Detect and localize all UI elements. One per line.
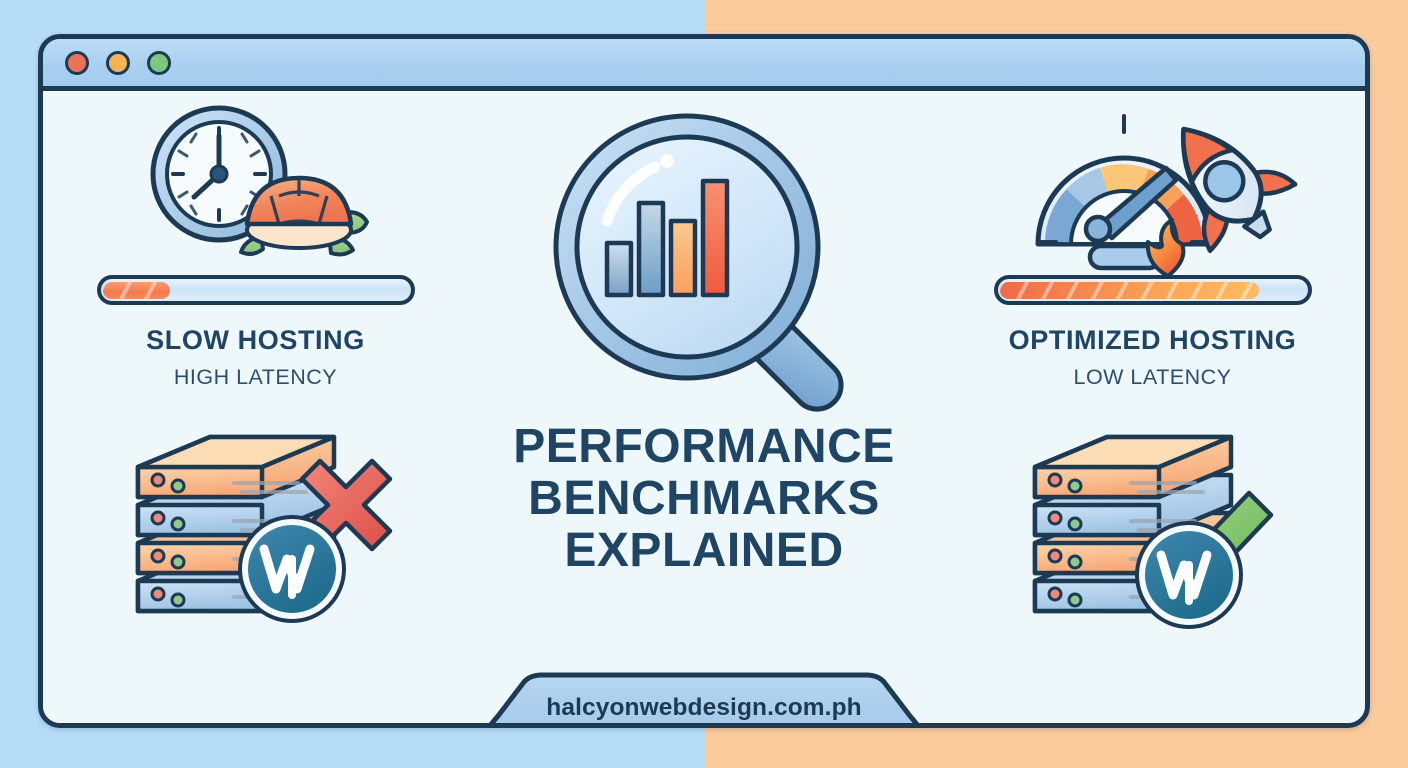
server-stack-icon: [135, 434, 392, 624]
wordpress-logo: [1134, 521, 1243, 630]
page-title-line-3: EXPLAINED: [564, 523, 844, 577]
url-tab-shape: [488, 672, 920, 723]
clock-turtle-icon: [150, 105, 369, 257]
browser-content: SLOW HOSTING HIGH LATENCY: [43, 91, 1365, 723]
browser-titlebar: [43, 39, 1365, 91]
browser-window: SLOW HOSTING HIGH LATENCY: [38, 34, 1370, 728]
slow-hosting-labels: SLOW HOSTING HIGH LATENCY: [43, 325, 468, 390]
speedometer-rocket-icon: [1035, 113, 1297, 278]
wordpress-logo: [237, 515, 346, 624]
three-column-layout: SLOW HOSTING HIGH LATENCY: [43, 91, 1365, 723]
clock-turtle-row: [43, 91, 468, 281]
maximize-button-dot[interactable]: [147, 50, 171, 75]
close-button-dot[interactable]: [65, 50, 89, 75]
slow-progress-fill: [103, 281, 171, 299]
server-stack-icon: [1032, 434, 1273, 630]
url-tab[interactable]: halcyonwebdesign.com.ph: [484, 672, 924, 723]
center-column: PERFORMANCE BENCHMARKS EXPLAINED: [468, 91, 940, 723]
speedometer-rocket-row: [940, 91, 1365, 281]
fast-progress-fill: [1000, 281, 1260, 299]
slow-hosting-title: SLOW HOSTING: [146, 325, 365, 355]
fast-progress-bar-wrap: [940, 275, 1365, 305]
slow-hosting-subtitle: HIGH LATENCY: [173, 365, 338, 390]
minimize-button-dot[interactable]: [106, 50, 130, 75]
slow-hosting-progress-bar: [96, 275, 415, 305]
optimized-server-row: [940, 390, 1365, 640]
optimized-hosting-title: OPTIMIZED HOSTING: [1008, 325, 1297, 355]
optimized-hosting-progress-bar: [993, 275, 1312, 305]
slow-server-row: [43, 390, 468, 640]
page-title: PERFORMANCE BENCHMARKS EXPLAINED: [468, 421, 940, 576]
page-title-line-1: PERFORMANCE: [513, 420, 895, 473]
page-title-line-2: BENCHMARKS: [528, 471, 880, 525]
url-text: halcyonwebdesign.com.ph: [546, 694, 862, 721]
optimized-hosting-column: OPTIMIZED HOSTING LOW LATENCY: [940, 91, 1365, 723]
magnifier-row: [468, 91, 940, 429]
magnifying-glass-bar-chart-icon: [553, 113, 844, 412]
slow-hosting-column: SLOW HOSTING HIGH LATENCY: [43, 91, 468, 723]
optimized-hosting-labels: OPTIMIZED HOSTING LOW LATENCY: [940, 325, 1365, 390]
slow-progress-bar-wrap: [43, 275, 468, 305]
optimized-hosting-subtitle: LOW LATENCY: [1073, 365, 1232, 390]
